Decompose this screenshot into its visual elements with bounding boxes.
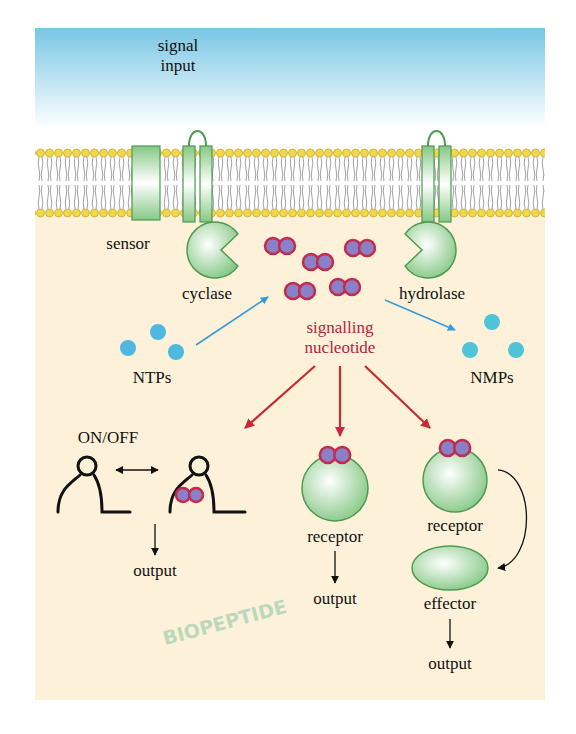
effector-protein: effector xyxy=(402,540,498,616)
substrate-label: NTPs xyxy=(133,368,172,388)
cyclase-enzyme: cyclase xyxy=(168,125,250,307)
bound-nucleotide xyxy=(176,488,203,502)
node-label: sensor xyxy=(106,234,149,254)
output-label: output xyxy=(133,561,176,581)
product-label: NMPs xyxy=(470,368,513,388)
nucleotide-cluster xyxy=(265,238,375,299)
extracellular-space xyxy=(35,28,545,153)
nmp-dots xyxy=(462,314,524,358)
output-label: output xyxy=(313,589,356,609)
shape-outline xyxy=(168,125,250,307)
node-label: receptor xyxy=(307,527,363,547)
output-label: output xyxy=(428,654,471,674)
node-label: cyclase xyxy=(182,284,232,304)
output-arrows xyxy=(155,524,450,648)
ntp-dots xyxy=(120,324,184,360)
sensor-protein: sensor xyxy=(95,140,168,258)
synthesis-arrow xyxy=(196,297,268,345)
watermark: BIOPEPTIDE xyxy=(161,596,289,648)
cytoplasm xyxy=(35,216,545,700)
nucleotide-label: signalling nucleotide xyxy=(285,318,395,358)
receptor-protein: receptor xyxy=(295,440,375,550)
switch-label: ON/OFF xyxy=(78,428,138,448)
activation-arrow xyxy=(498,470,527,568)
signal-label: signal input xyxy=(146,36,210,76)
switch-arrow xyxy=(116,469,158,470)
hydrolysis-arrow xyxy=(385,300,455,330)
shape-outline xyxy=(385,125,480,307)
node-label: hydrolase xyxy=(399,284,465,304)
binding-arrows xyxy=(245,366,430,436)
node-label: receptor xyxy=(427,516,483,536)
lipid-bilayer xyxy=(35,148,545,218)
receptor-protein: receptor xyxy=(412,430,498,538)
riboswitch xyxy=(58,457,245,512)
hydrolase-enzyme: hydrolase xyxy=(385,125,480,307)
node-label: effector xyxy=(424,594,477,614)
